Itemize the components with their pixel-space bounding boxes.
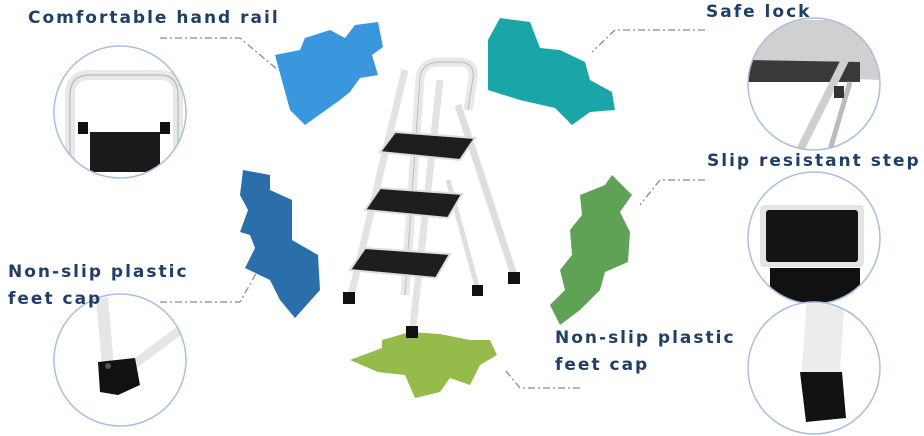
label-hand-rail-text: Comfortable hand rail — [28, 8, 280, 28]
ladder-foot-cap-3 — [508, 272, 520, 284]
label-feet-left-line1: Non-slip plastic — [8, 262, 189, 282]
label-feet-left: Non-slip plastic feet cap — [8, 259, 189, 313]
label-slip-step-text: Slip resistant step — [707, 151, 921, 171]
label-feet-left-line2: feet cap — [8, 289, 103, 309]
gear-segment-top-left — [275, 22, 383, 125]
connector-feet-left — [160, 269, 259, 303]
gear-segment-top-right — [488, 18, 615, 125]
step-ladder — [343, 57, 520, 338]
ladder-step-top — [378, 130, 477, 162]
ladder-step-middle — [363, 186, 464, 220]
gear-segment-bottom — [350, 332, 497, 398]
detail-circle-hand-rail — [53, 45, 187, 179]
ladder-foot-cap-1 — [343, 292, 355, 304]
ladder-rear-leg — [454, 103, 519, 280]
label-feet-right-line2: feet cap — [555, 355, 650, 375]
detail-circle-feet-right — [747, 301, 881, 435]
label-feet-right-line1: Non-slip plastic — [555, 328, 736, 348]
connector-lines — [160, 29, 705, 389]
label-slip-step: Slip resistant step — [707, 148, 921, 175]
connector-safe-lock — [591, 29, 705, 53]
connector-feet-right — [504, 369, 580, 389]
connector-slip-step — [639, 179, 705, 206]
detail-circle-slip-step — [747, 171, 881, 305]
ladder-step-bottom — [348, 246, 452, 280]
gear-segment-mid-left — [240, 170, 320, 318]
label-hand-rail: Comfortable hand rail — [28, 5, 280, 32]
connector-hand-rail — [160, 37, 279, 71]
label-safe-lock: Safe lock — [706, 0, 811, 26]
detail-circle-safe-lock — [747, 17, 881, 151]
label-feet-right: Non-slip plastic feet cap — [555, 325, 736, 379]
gear-segment-mid-right — [550, 175, 632, 325]
label-safe-lock-text: Safe lock — [706, 2, 812, 22]
ladder-foot-cap-4 — [472, 285, 483, 296]
detail-circle-feet-left — [53, 293, 187, 427]
ladder-foot-cap-2 — [406, 326, 418, 338]
